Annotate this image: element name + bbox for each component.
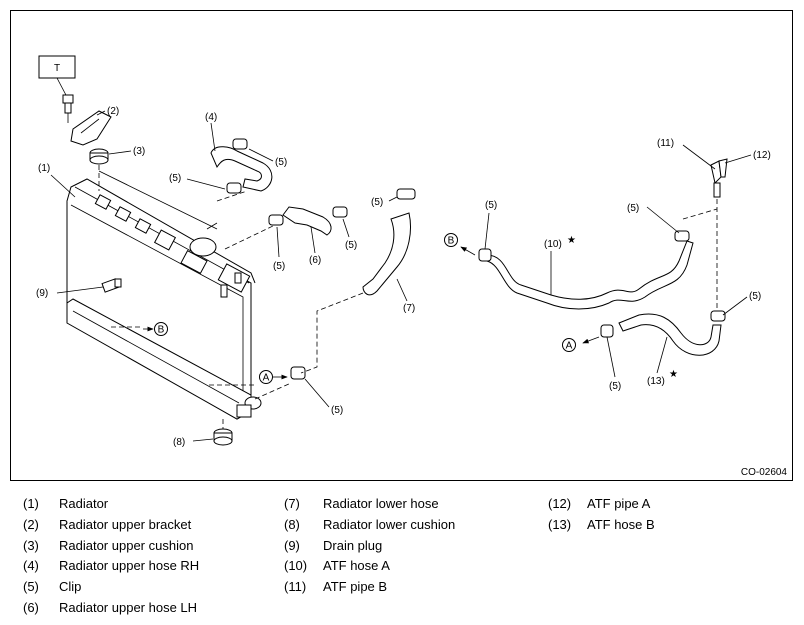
clip [290, 188, 416, 380]
legend-item-label: ATF pipe A [587, 496, 651, 511]
bolt [62, 94, 74, 123]
radiator [66, 178, 262, 420]
svg-text:B: B [448, 236, 455, 247]
callout-5: (5) [345, 240, 357, 251]
legend-item-label: Radiator upper hose LH [59, 599, 198, 615]
radiator-lower-cushion [213, 419, 233, 446]
legend-item-number: (3) [23, 537, 39, 553]
radiator-lower-hose [362, 212, 411, 296]
legend-item-number: (12) [548, 496, 572, 511]
callout-5: (5) [627, 203, 639, 214]
callout-3: (3) [133, 146, 145, 157]
atf-hose-a [478, 230, 694, 310]
callout-11: (11) [657, 138, 674, 149]
figure-code: CO-02604 [741, 467, 788, 478]
legend-item-label: Radiator upper cushion [59, 537, 194, 553]
callout-5: (5) [485, 200, 497, 211]
radiator-upper-cushion [89, 148, 109, 165]
callout-8: (8) [173, 437, 185, 448]
callout-7: (7) [403, 303, 415, 314]
callout-9: (9) [36, 288, 48, 299]
callout-12: (12) [753, 150, 771, 161]
legend-item-label: Radiator upper hose RH [59, 558, 200, 574]
legend-item-number: (7) [284, 496, 300, 511]
marker-b-left [154, 322, 168, 336]
callout-5: (5) [371, 197, 383, 208]
atf-pipe-a [718, 158, 728, 178]
radiator-upper-hose-rh [210, 146, 273, 192]
svg-text:B: B [158, 325, 165, 336]
star-mark: ★ [669, 369, 678, 380]
exploded-parts-diagram: T [36, 55, 788, 478]
callout-10: (10) [544, 239, 562, 250]
callout-5: (5) [169, 173, 181, 184]
legend-item-number: (10) [284, 558, 308, 574]
parts-legend: (1) Radiator (2) Radiator upper bracket (3) R… [0, 490, 804, 625]
legend-item-label: ATF pipe B [323, 579, 388, 595]
drain-plug [101, 278, 122, 293]
legend-item-label: ATF hose B [587, 516, 655, 532]
torque-label: T [54, 63, 60, 74]
legend-item-number: (11) [284, 579, 307, 595]
legend-item-number: (6) [23, 599, 39, 615]
callout-labels: (2) (3) (1) (4) (5) (5) (5) (6) (5) (5) … [36, 106, 771, 448]
callout-5: (5) [331, 405, 343, 416]
radiator-upper-hose-lh [282, 206, 332, 236]
callout-2: (2) [107, 106, 119, 117]
legend-item-label: Radiator lower cushion [323, 516, 456, 532]
legend-item-label: ATF hose A [323, 558, 390, 574]
svg-text:A: A [566, 341, 573, 352]
torque-symbol-box: T [38, 55, 76, 98]
legend-item-number: (1) [23, 496, 39, 511]
callout-5: (5) [749, 291, 761, 302]
callout-1: (1) [38, 163, 50, 174]
callout-4: (4) [205, 112, 217, 123]
marker-a-left [259, 370, 273, 384]
callout-13: (13) [647, 376, 665, 387]
legend-item-number: (8) [284, 516, 300, 532]
svg-text:A: A [263, 373, 270, 384]
legend-item-number: (13) [548, 516, 572, 532]
callout-5: (5) [609, 381, 621, 392]
legend-item-label: Radiator lower hose [323, 496, 439, 511]
legend-item-label: Radiator [59, 496, 109, 511]
marker-a-right [562, 338, 576, 352]
marker-b-right [444, 233, 458, 247]
callout-6: (6) [309, 255, 321, 266]
legend-item-number: (9) [284, 537, 300, 553]
legend-item-label: Drain plug [323, 537, 383, 553]
clip [268, 206, 348, 226]
legend-item-label: Clip [59, 579, 82, 595]
clip [226, 138, 248, 194]
legend-item-label: Radiator upper bracket [59, 516, 192, 532]
radiator-upper-bracket [70, 110, 112, 146]
atf-hose-b [600, 310, 726, 356]
legend-item-number: (5) [23, 579, 39, 595]
diagram-frame: T [10, 10, 793, 481]
star-mark: ★ [567, 235, 576, 246]
callout-5: (5) [273, 261, 285, 272]
legend-item-number: (2) [23, 516, 39, 532]
legend-item-number: (4) [23, 558, 39, 574]
callout-5: (5) [275, 157, 287, 168]
